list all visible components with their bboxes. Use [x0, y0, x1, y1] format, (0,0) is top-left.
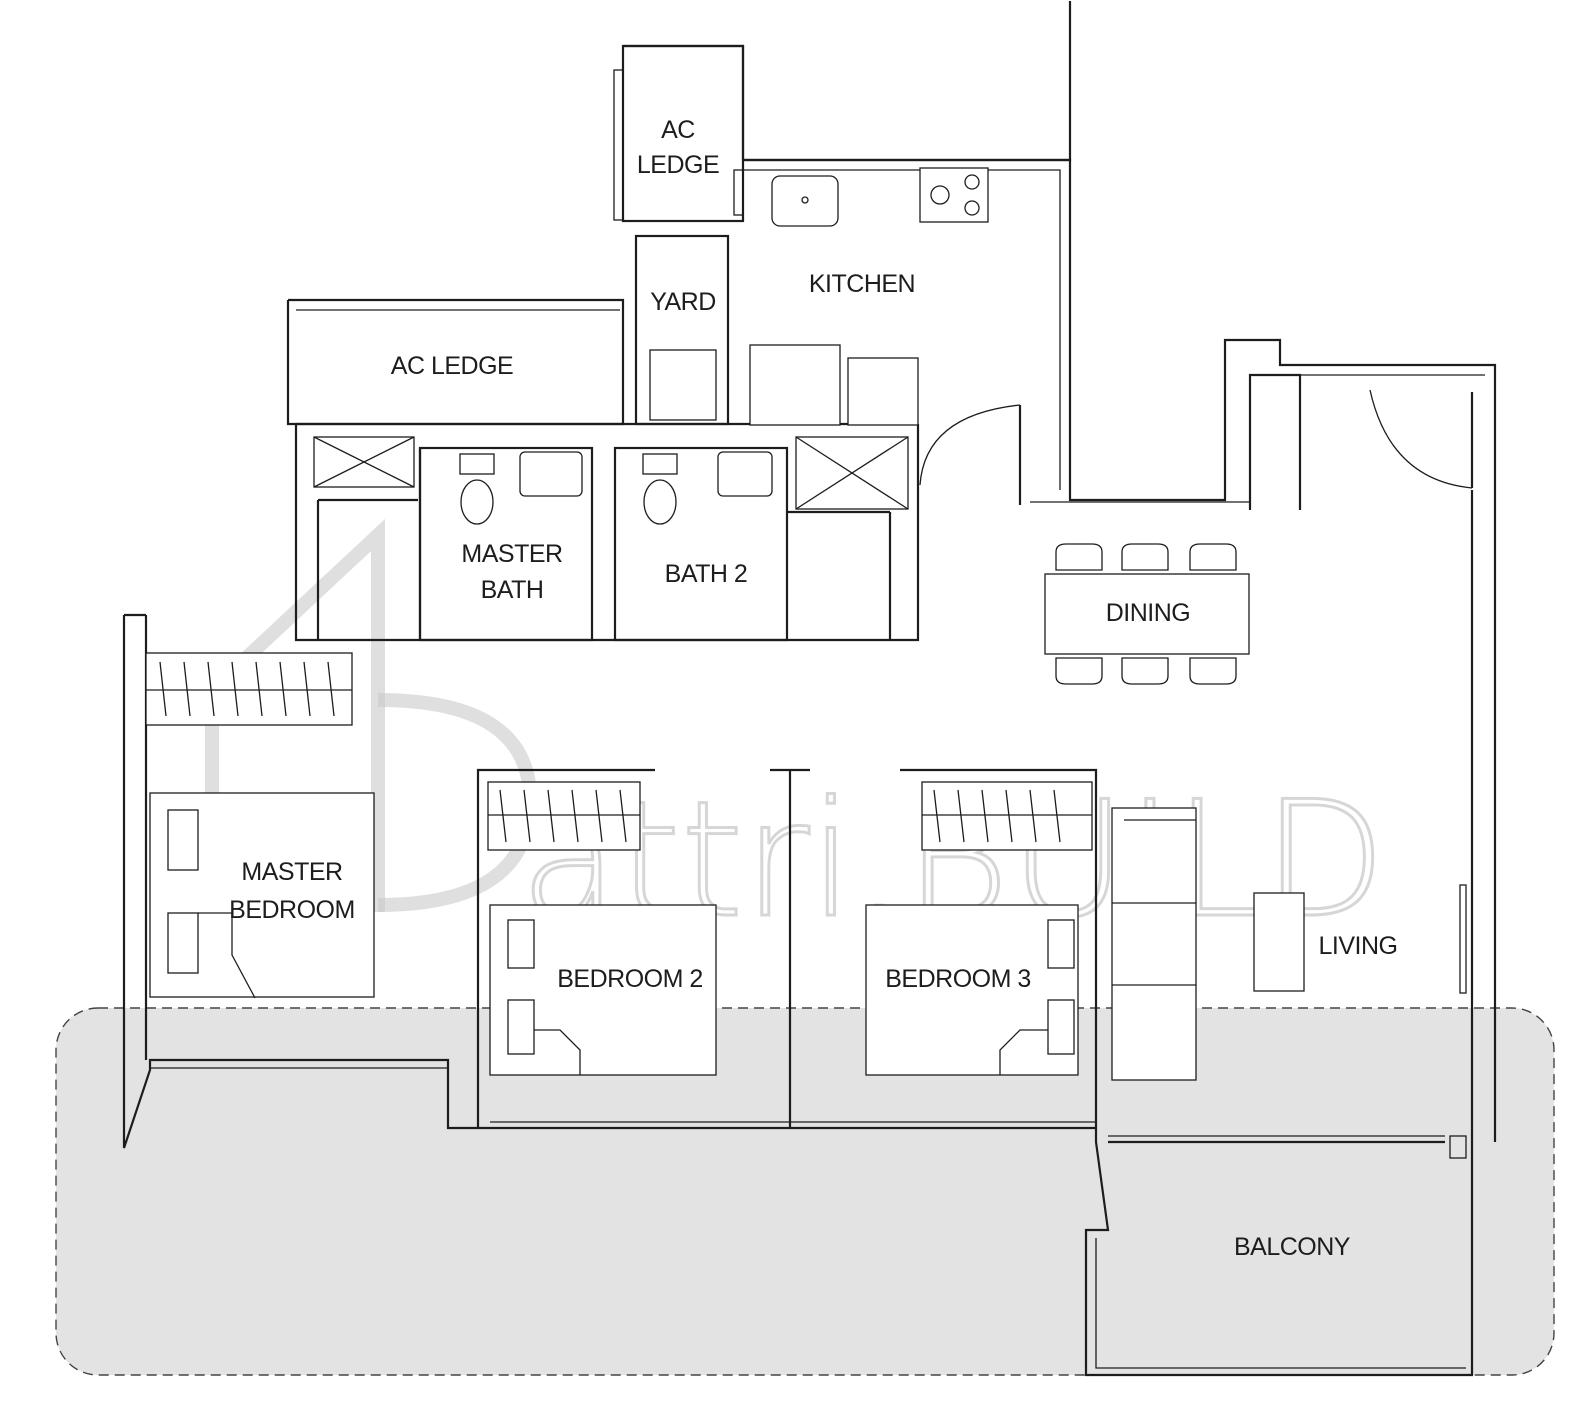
label-ac-ledge-left: AC LEDGE — [391, 352, 513, 380]
shaded-zone — [55, 1007, 1555, 1376]
label-balcony: BALCONY — [1234, 1233, 1351, 1261]
label-ac-ledge-top-1: AC — [661, 116, 695, 144]
label-master-bedroom-1: MASTER — [241, 858, 342, 886]
label-master-bath-2: BATH — [481, 576, 544, 604]
label-ac-ledge-top-2: LEDGE — [637, 151, 719, 179]
label-bedroom-3: BEDROOM 3 — [885, 965, 1031, 993]
label-master-bedroom-2: BEDROOM — [229, 896, 355, 924]
label-kitchen: KITCHEN — [809, 270, 915, 298]
walls — [122, 1, 1497, 1377]
label-dining: DINING — [1106, 599, 1191, 627]
label-living: LIVING — [1319, 932, 1398, 960]
label-yard: YARD — [650, 288, 716, 316]
label-bath-2: BATH 2 — [665, 560, 748, 588]
label-bedroom-2: BEDROOM 2 — [557, 965, 703, 993]
label-master-bath-1: MASTER — [461, 540, 562, 568]
